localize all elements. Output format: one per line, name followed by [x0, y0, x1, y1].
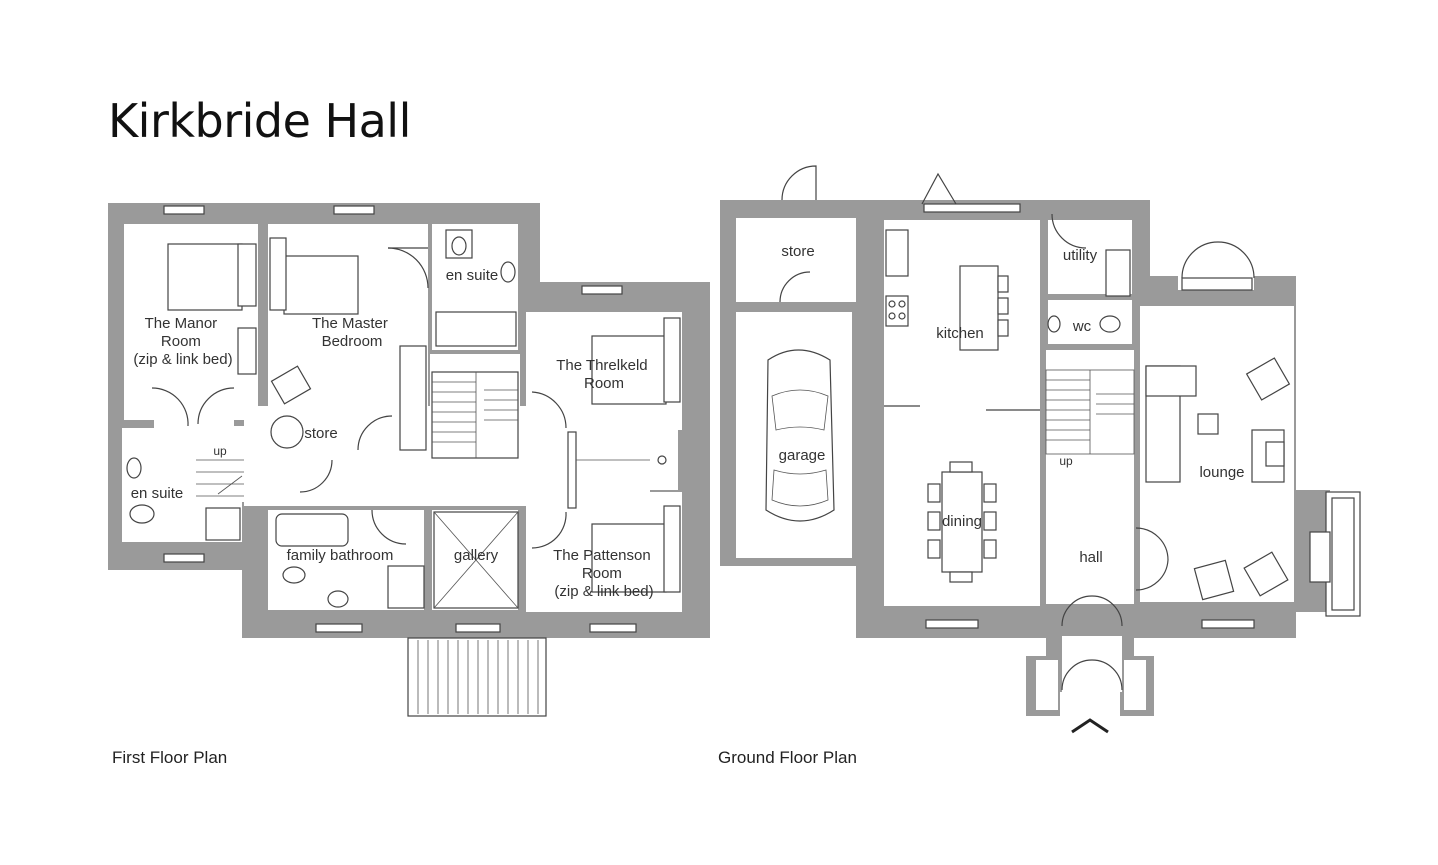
- room-label-pattenson: The Pattenson Room (zip & link bed): [553, 547, 655, 600]
- room-label-wc: wc: [1072, 318, 1092, 335]
- room-label-garage: garage: [779, 447, 826, 464]
- ground-floor-caption: Ground Floor Plan: [718, 748, 857, 767]
- room-label-kitchen: kitchen: [936, 325, 984, 342]
- room-label-threlkeld: The Threlkeld Room: [556, 357, 652, 392]
- room-label-ensuite-master: en suite: [446, 267, 499, 284]
- first-floor-plan: The Manor Room (zip & link bed) The Mast…: [108, 203, 710, 717]
- room-label-store-ground: store: [781, 243, 814, 260]
- room-label-master: The Master Bedroom: [312, 315, 392, 350]
- room-label-lounge: lounge: [1199, 464, 1244, 481]
- plan-title: Kirkbride Hall: [108, 94, 411, 148]
- first-floor-caption: First Floor Plan: [112, 748, 228, 767]
- room-label-utility: utility: [1063, 247, 1098, 264]
- room-label-manor: The Manor Room (zip & link bed): [133, 315, 232, 368]
- room-label-family-bathroom: family bathroom: [287, 547, 394, 564]
- stair-label-up-first: up: [213, 444, 227, 458]
- stair-label-up-ground: up: [1059, 454, 1073, 468]
- room-label-ensuite-manor: en suite: [131, 485, 184, 502]
- room-label-gallery: gallery: [454, 547, 499, 564]
- room-label-hall: hall: [1079, 549, 1102, 566]
- room-label-store-first: store: [304, 425, 337, 442]
- room-label-dining: dining: [942, 513, 982, 530]
- ground-floor-plan: store garage kitchen utility wc up loung…: [720, 165, 1361, 734]
